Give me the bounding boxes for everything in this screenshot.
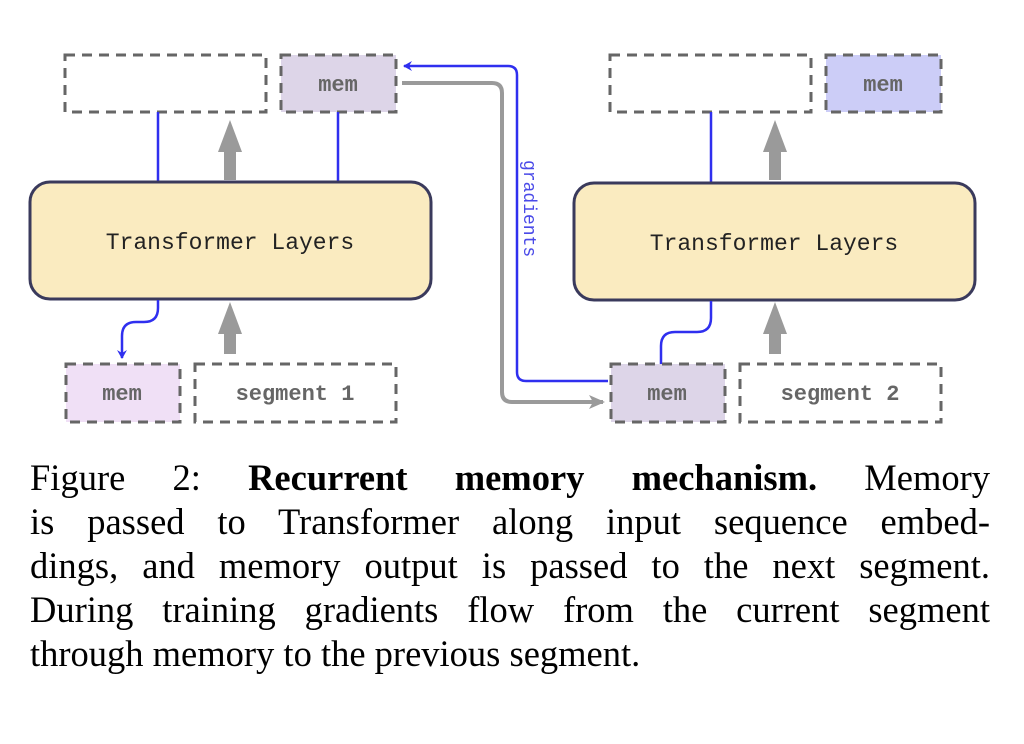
right-block: mem Transformer Layers mem segment 2 [572,53,977,424]
left-input-segment-label: segment 1 [236,382,355,407]
left-block: mem Transformer Layers mem segment 1 [28,53,433,424]
caption-line-1: Figure 2: Recurrent memory mechanism. Me… [30,456,990,500]
right-mem-input-curve [659,301,713,364]
caption-prefix: Figure 2: [30,457,249,498]
caption-line-3: dings, and memory output is passed to th… [30,545,990,586]
left-output-mem-label: mem [318,73,358,98]
right-output-box [608,53,813,114]
left-input-mem-box [64,362,182,424]
recurrent-memory-diagram: mem Transformer Layers mem segment 1 gra… [28,53,977,424]
left-transformer-label: Transformer Layers [106,230,354,256]
memory-pass-arrow [402,81,605,409]
gradients-arrow [403,61,608,383]
right-lower-gray-arrow [763,302,787,354]
caption-line-1-rest: Memory [817,457,991,498]
figure-caption: Figure 2: Recurrent memory mechanism. Me… [30,456,990,676]
right-output-mem-label: mem [863,73,903,98]
gradients-label: gradients [518,160,538,257]
right-input-segment-box [738,362,943,424]
left-lower-gray-arrow [218,302,242,354]
left-input-segment-box [193,362,398,424]
right-input-mem-box [609,362,727,424]
right-input-mem-label: mem [647,382,687,407]
caption-title: Recurrent memory mechanism. [248,457,818,498]
right-input-segment-label: segment 2 [781,382,900,407]
caption-line-4: During training gradients flow from the … [30,589,990,630]
right-transformer-label: Transformer Layers [650,231,898,257]
right-upper-gray-arrow [763,120,787,180]
left-upper-gray-arrow [218,120,242,180]
caption-line-2: is passed to Transformer along input seq… [30,501,990,542]
right-transformer-box [572,181,977,302]
left-mem-input-curve [117,300,160,359]
left-transformer-box [28,180,433,301]
caption-line-5: through memory to the previous segment. [30,633,641,674]
left-input-mem-label: mem [102,382,142,407]
right-output-mem-box [824,53,943,114]
left-output-box [63,53,268,114]
